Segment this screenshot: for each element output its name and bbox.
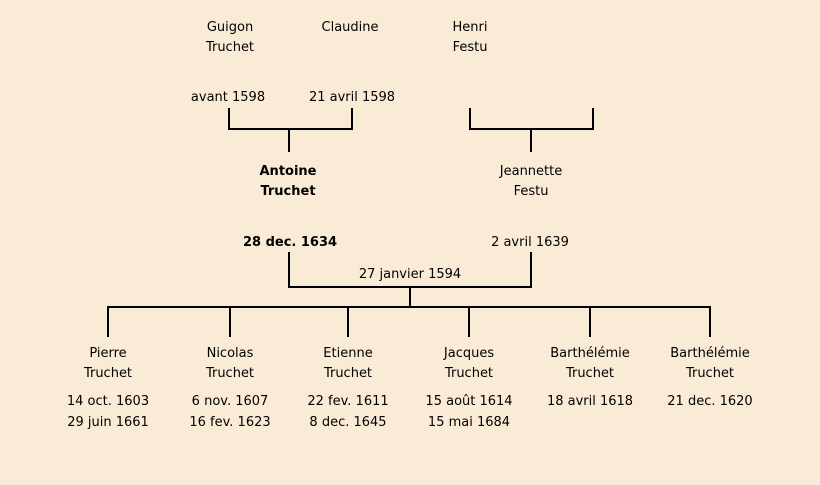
marriage-date-label: 27 janvier 1594 [358,267,462,282]
connector-line [107,306,711,308]
last-name: Truchet [83,366,133,381]
parent-jeannette-name: Jeannette Festu [456,162,606,202]
date-line: 6 nov. 1607 [191,394,269,409]
date-line: 15 mai 1684 [427,415,511,430]
connector-line [288,252,290,288]
child-jacques-name: Jacques Truchet [394,344,544,384]
last-name: Truchet [323,366,373,381]
child-barthelemie1-dates: 18 avril 1618 [515,391,665,412]
jeannette-date-label: 2 avril 1639 [491,235,569,250]
child-pierre-name: Pierre Truchet [33,344,183,384]
connector-line [589,306,591,337]
first-name: Jeannette [499,164,563,179]
first-name: Guigon [206,20,254,35]
connector-line [409,288,411,308]
last-name: Truchet [444,366,494,381]
first-name: Etienne [323,346,373,361]
connector-line [469,108,471,130]
child-etienne-dates: 22 fev. 1611 8 dec. 1645 [273,391,423,433]
antoine-date-label: 28 dec. 1634 [242,235,338,250]
connector-line [288,130,290,152]
first-name: Pierre [89,346,127,361]
child-jacques-dates: 15 août 1614 15 mai 1684 [394,391,544,433]
connector-line [228,128,353,130]
connector-line [468,306,470,337]
connector-line [347,306,349,337]
ancestor-claudine-name: Claudine [275,18,425,38]
child-etienne-name: Etienne Truchet [273,344,423,384]
child-nicolas-name: Nicolas Truchet [155,344,305,384]
connector-line [469,128,594,130]
connector-line [351,108,353,130]
connector-line [709,306,711,337]
date-line: 18 avril 1618 [546,394,634,409]
date-line: 14 oct. 1603 [66,394,150,409]
connector-line [228,108,230,130]
last-name: Festu [452,40,488,55]
date-line: 8 dec. 1645 [309,415,387,430]
first-name: Barthélémie [670,346,750,361]
ancestor-guigon-name: Guigon Truchet [155,18,305,58]
child-barthelemie2-dates: 21 dec. 1620 [635,391,785,412]
first-name: Barthélémie [550,346,630,361]
date-line: 29 juin 1661 [67,415,149,430]
first-name: Nicolas [206,346,254,361]
connector-line [530,252,532,288]
connector-line [592,108,594,130]
connector-line [530,130,532,152]
first-name: Claudine [321,20,379,35]
child-nicolas-dates: 6 nov. 1607 16 fev. 1623 [155,391,305,433]
claudine-date-label: 21 avril 1598 [308,90,396,105]
child-pierre-dates: 14 oct. 1603 29 juin 1661 [33,391,183,433]
child-barthelemie2-name: Barthélémie Truchet [635,344,785,384]
last-name: Truchet [565,366,615,381]
date-line: 16 fev. 1623 [189,415,271,430]
connector-line [229,306,231,337]
last-name: Truchet [205,40,255,55]
last-name: Festu [513,184,549,199]
first-name: Henri [452,20,488,35]
last-name: Truchet [260,184,316,199]
last-name: Truchet [685,366,735,381]
first-name: Jacques [443,346,495,361]
parent-antoine-name: Antoine Truchet [213,162,363,202]
child-barthelemie1-name: Barthélémie Truchet [515,344,665,384]
date-line: 15 août 1614 [425,394,513,409]
last-name: Truchet [205,366,255,381]
date-line: 22 fev. 1611 [307,394,389,409]
connector-line [107,306,109,337]
ancestor-henri-name: Henri Festu [395,18,545,58]
first-name: Antoine [259,164,317,179]
date-line: 21 dec. 1620 [667,394,753,409]
guigon-date-label: avant 1598 [190,90,266,105]
connector-line [288,286,532,288]
